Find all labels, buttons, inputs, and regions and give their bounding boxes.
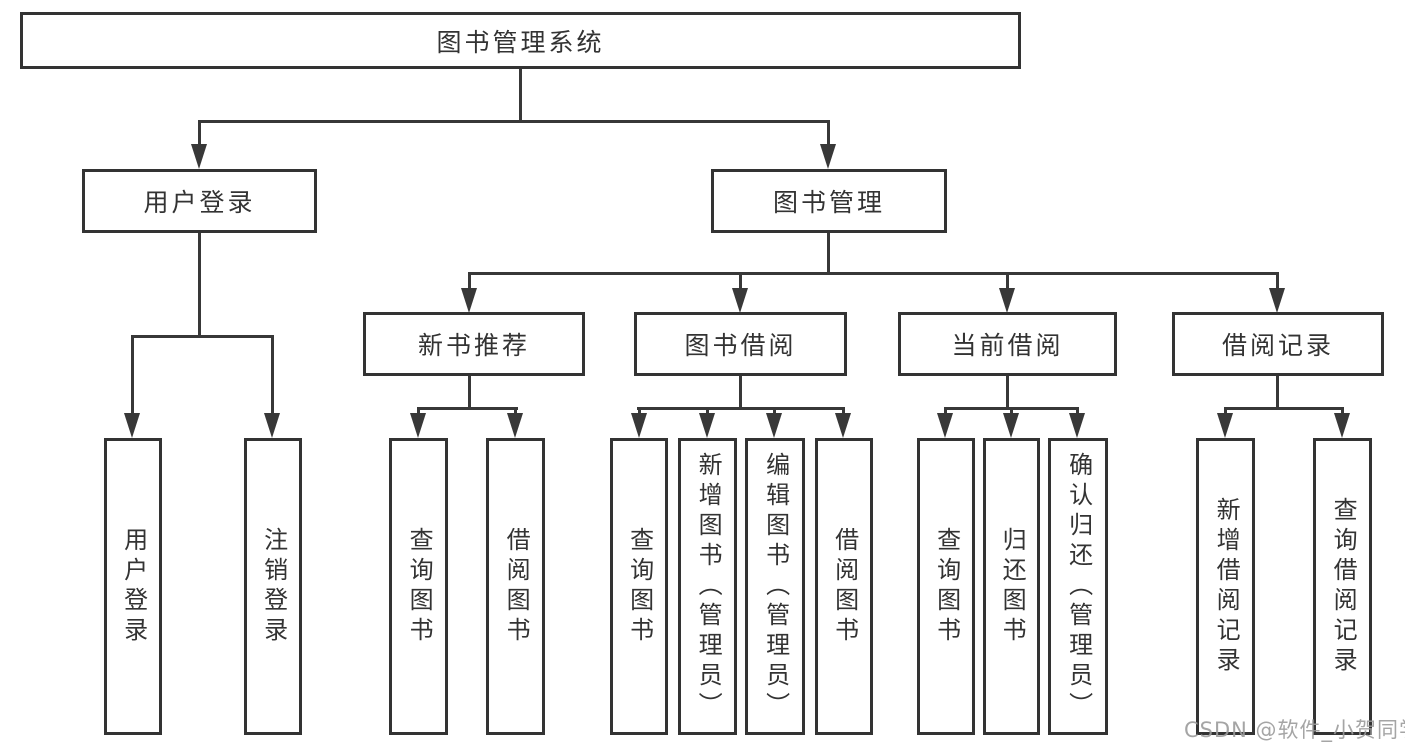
node-label: 查询借阅记录 xyxy=(1329,496,1358,677)
arrow-down-icon xyxy=(1217,413,1233,438)
node-borrow-books-recommend: 借阅图书 xyxy=(486,438,545,735)
node-label: 编辑图书（管理员） xyxy=(761,451,790,722)
node-user-login: 用户登录 xyxy=(104,438,162,735)
connector-line xyxy=(739,272,742,290)
connector-line xyxy=(468,272,471,290)
arrow-down-icon xyxy=(999,288,1015,313)
node-new-book-recommend: 新书推荐 xyxy=(363,312,585,376)
arrow-down-icon xyxy=(461,288,477,313)
arrow-down-icon xyxy=(124,413,140,438)
connector-line xyxy=(131,335,273,338)
connector-line xyxy=(1276,272,1279,290)
csdn-watermark: CSDN @软件_小贺同学 xyxy=(1184,718,1405,742)
node-borrowing-records: 借阅记录 xyxy=(1172,312,1384,376)
arrow-down-icon xyxy=(1069,413,1085,438)
connector-line xyxy=(514,407,517,415)
node-add-book-admin: 新增图书（管理员） xyxy=(678,438,737,735)
node-query-books-recommend: 查询图书 xyxy=(389,438,448,735)
connector-line xyxy=(827,120,830,146)
node-label: 查询图书 xyxy=(405,526,434,647)
node-current-borrowing: 当前借阅 xyxy=(898,312,1117,376)
node-label: 用户登录 xyxy=(143,188,256,217)
connector-line xyxy=(1276,376,1279,407)
connector-line xyxy=(638,407,641,415)
node-label: 查询图书 xyxy=(932,526,961,647)
connector-line xyxy=(271,335,274,415)
node-label: 新增借阅记录 xyxy=(1212,496,1241,677)
arrow-down-icon xyxy=(820,144,836,169)
connector-line xyxy=(1006,376,1009,407)
connector-line xyxy=(131,335,134,415)
connector-line xyxy=(637,407,845,410)
connector-line xyxy=(1224,407,1344,410)
node-label: 新增图书（管理员） xyxy=(694,451,723,722)
connector-line xyxy=(468,272,1279,275)
node-label: 借阅记录 xyxy=(1221,331,1334,360)
arrow-down-icon xyxy=(264,413,280,438)
connector-line xyxy=(1076,407,1079,415)
node-label: 图书管理系统 xyxy=(436,27,605,57)
connector-line xyxy=(827,233,830,274)
node-borrow-books: 借阅图书 xyxy=(815,438,873,735)
connector-line xyxy=(1006,272,1009,290)
connector-line xyxy=(773,407,776,415)
connector-line xyxy=(198,120,830,123)
node-label: 新书推荐 xyxy=(417,331,530,360)
connector-line xyxy=(1341,407,1344,415)
node-library-management-system: 图书管理系统 xyxy=(20,12,1021,69)
arrow-down-icon xyxy=(507,413,523,438)
node-label: 借阅图书 xyxy=(502,526,531,647)
arrow-down-icon xyxy=(937,413,953,438)
connector-line xyxy=(739,376,742,407)
node-label: 用户登录 xyxy=(119,526,148,647)
node-logout: 注销登录 xyxy=(244,438,302,735)
node-label: 注销登录 xyxy=(259,526,288,647)
connector-line xyxy=(706,407,709,415)
connector-line xyxy=(198,233,201,335)
node-confirm-return-admin: 确认归还（管理员） xyxy=(1048,438,1108,735)
arrow-down-icon xyxy=(699,413,715,438)
node-book-management-branch: 图书管理 xyxy=(711,169,947,233)
node-return-book: 归还图书 xyxy=(983,438,1040,735)
arrow-down-icon xyxy=(835,413,851,438)
arrow-down-icon xyxy=(732,288,748,313)
connector-line xyxy=(519,69,522,120)
arrow-down-icon xyxy=(631,413,647,438)
arrow-down-icon xyxy=(1003,413,1019,438)
arrow-down-icon xyxy=(1269,288,1285,313)
connector-line xyxy=(1010,407,1013,415)
connector-line xyxy=(1224,407,1227,415)
node-edit-book-admin: 编辑图书（管理员） xyxy=(745,438,805,735)
connector-line xyxy=(842,407,845,415)
connector-line xyxy=(944,407,947,415)
connector-line xyxy=(468,376,471,407)
node-user-login-branch: 用户登录 xyxy=(82,169,317,233)
connector-line xyxy=(417,407,518,410)
connector-line xyxy=(198,120,201,146)
node-label: 归还图书 xyxy=(998,526,1027,647)
node-query-books-current: 查询图书 xyxy=(917,438,975,735)
node-label: 借阅图书 xyxy=(830,526,859,647)
node-label: 当前借阅 xyxy=(951,331,1064,360)
node-label: 确认归还（管理员） xyxy=(1064,451,1093,722)
arrow-down-icon xyxy=(766,413,782,438)
node-query-borrow-record: 查询借阅记录 xyxy=(1313,438,1372,735)
node-label: 图书管理 xyxy=(772,188,885,217)
node-label: 查询图书 xyxy=(625,526,654,647)
connector-line xyxy=(417,407,420,415)
arrow-down-icon xyxy=(1334,413,1350,438)
node-label: 图书借阅 xyxy=(684,331,797,360)
arrow-down-icon xyxy=(191,144,207,169)
node-add-borrow-record: 新增借阅记录 xyxy=(1196,438,1255,735)
node-query-books-borrowing: 查询图书 xyxy=(610,438,668,735)
arrow-down-icon xyxy=(410,413,426,438)
node-book-borrowing: 图书借阅 xyxy=(634,312,847,376)
